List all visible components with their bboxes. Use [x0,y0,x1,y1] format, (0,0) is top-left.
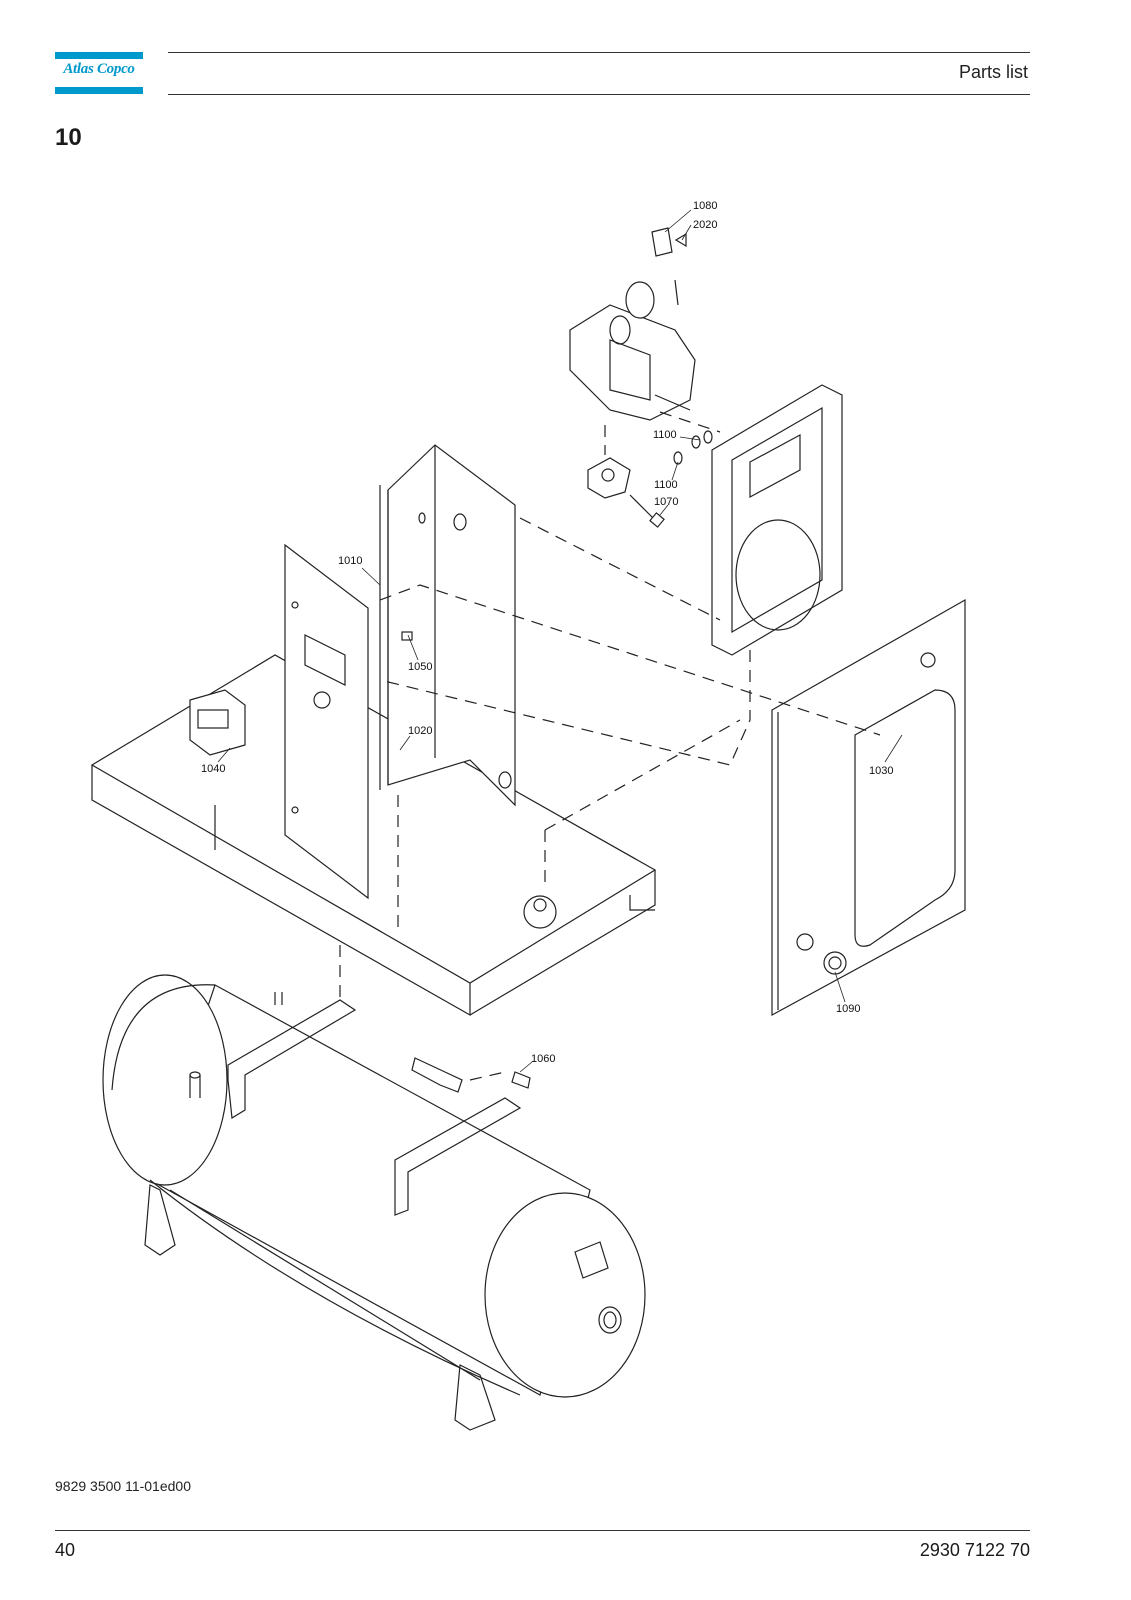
callout-2020: 2020 [693,219,717,231]
callout-1090: 1090 [836,1003,860,1015]
section-number: 10 [55,124,82,151]
inlet-valve-body [587,430,713,528]
rear-frame-panel [711,384,843,656]
document-code: 9829 3500 11-01ed00 [55,1478,191,1494]
exploded-parts-drawing: 1080 2020 1100 1100 1070 1010 1050 1020 … [90,200,966,1431]
atlas-copco-logo: Atlas Copco [55,52,143,94]
callout-1060: 1060 [531,1053,555,1065]
air-receiver-tank [102,974,646,1431]
callout-1080: 1080 [693,200,717,212]
center-panel [379,444,516,807]
assembly-dash-lines [339,411,881,1081]
logo-bar-bottom [55,87,143,94]
callout-1010: 1010 [338,555,362,567]
callout-1100-b: 1100 [654,479,678,491]
logo-wordmark: Atlas Copco [63,61,135,77]
footer-rule [55,1530,1030,1531]
header-rule-bottom [168,94,1030,95]
compressor-element [569,279,696,421]
solenoid-valve [651,227,687,257]
logo-bar-top [55,52,143,59]
front-door-panel [284,543,369,900]
callout-1070: 1070 [654,496,678,508]
outlet-valve [411,1057,531,1093]
right-side-panel [771,598,966,1017]
leader-lines [217,209,903,1073]
controller-unit [189,689,246,756]
base-frame [90,654,657,1017]
page-title: Parts list [958,62,1028,82]
page-number: 40 [55,1540,76,1560]
callout-1050: 1050 [408,661,432,673]
header-rule-top [168,52,1030,53]
callout-1030: 1030 [869,765,893,777]
part-number: 2930 7122 70 [919,1540,1030,1560]
callout-1100-a: 1100 [653,429,677,441]
callout-1040: 1040 [201,763,225,775]
callout-1020: 1020 [408,725,432,737]
